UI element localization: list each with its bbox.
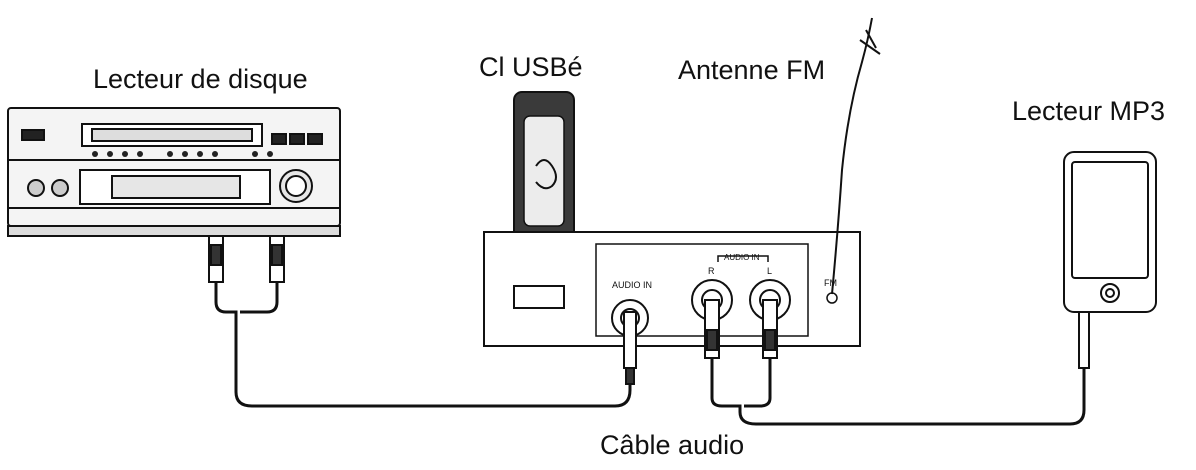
disc-player-label: Lecteur de disque — [93, 64, 308, 94]
left-channel-label: L — [767, 266, 772, 276]
cable-disc-to-audio-in — [214, 282, 632, 408]
right-channel-label: R — [708, 266, 715, 276]
audio-cable-label: Câble audio — [600, 430, 745, 460]
audio-in-group-label: AUDIO IN — [724, 253, 760, 262]
main-unit-rear-panel — [483, 231, 861, 347]
fm-antenna-label: Antenne FM — [678, 55, 826, 85]
audio-in-jack-label: AUDIO IN — [612, 280, 652, 290]
audio-in-plug — [623, 311, 637, 385]
disc-player — [7, 107, 341, 237]
mp3-player — [1063, 151, 1157, 369]
mp3-player-label: Lecteur MP3 — [1012, 96, 1166, 126]
usb-key-label: Cl USBé — [479, 52, 583, 82]
rl-rca-plugs — [704, 299, 778, 359]
disc-player-rca-plugs — [208, 235, 285, 283]
fm-antenna-wire — [831, 17, 881, 295]
fm-port-label: FM — [824, 278, 837, 288]
cable-rl-to-mp3 — [710, 358, 1086, 426]
